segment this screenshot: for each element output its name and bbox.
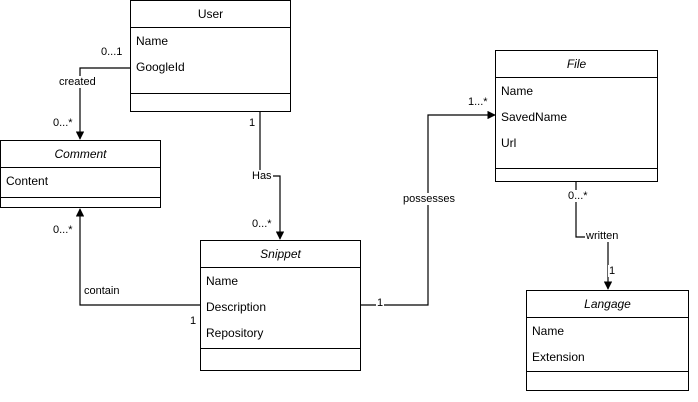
class-title: Comment	[1, 141, 160, 168]
class-divider	[131, 93, 290, 94]
attribute: Content	[6, 174, 49, 188]
class-file[interactable]: File Name SavedName Url	[495, 50, 658, 182]
edge-snippet-comment	[75, 208, 200, 306]
association-label: Has	[251, 170, 273, 182]
multiplicity-label: 0...*	[567, 190, 589, 202]
attribute: Name	[206, 274, 239, 288]
multiplicity-label: 0...*	[52, 117, 74, 129]
multiplicity-label: 1	[376, 297, 385, 309]
class-divider	[527, 371, 688, 372]
association-label: contain	[83, 285, 121, 297]
multiplicity-label: 1	[189, 315, 198, 327]
association-label: possesses	[402, 193, 456, 205]
attribute: Repository	[206, 326, 264, 340]
multiplicity-label: 0...*	[52, 224, 74, 236]
attribute: Extension	[532, 350, 585, 364]
class-title: Snippet	[201, 241, 360, 268]
attribute: GoogleId	[136, 60, 185, 74]
class-title: Langage	[527, 291, 688, 318]
association-label: written	[585, 230, 620, 242]
association-label: created	[58, 76, 97, 88]
edge-user-comment	[75, 67, 130, 140]
class-divider	[1, 197, 160, 198]
class-user[interactable]: User Name GoogleId	[130, 0, 291, 112]
edge-snippet-file	[360, 110, 496, 306]
class-comment[interactable]: Comment Content	[0, 140, 161, 208]
attribute: Url	[501, 136, 517, 150]
attribute: SavedName	[501, 110, 568, 124]
attribute: Description	[206, 300, 267, 314]
multiplicity-label: 1	[248, 117, 257, 129]
multiplicity-label: 1	[608, 265, 617, 277]
multiplicity-label: 0...*	[251, 218, 273, 230]
attribute: Name	[501, 84, 534, 98]
class-snippet[interactable]: Snippet Name Description Repository	[200, 240, 361, 371]
multiplicity-label: 0...1	[100, 46, 124, 58]
class-divider	[201, 348, 360, 349]
class-title: File	[496, 51, 657, 78]
multiplicity-label: 1...*	[467, 96, 489, 108]
attribute: Name	[136, 34, 169, 48]
class-title: User	[131, 1, 290, 28]
attribute: Name	[532, 324, 565, 338]
class-divider	[496, 168, 657, 169]
class-langage[interactable]: Langage Name Extension	[526, 290, 689, 391]
